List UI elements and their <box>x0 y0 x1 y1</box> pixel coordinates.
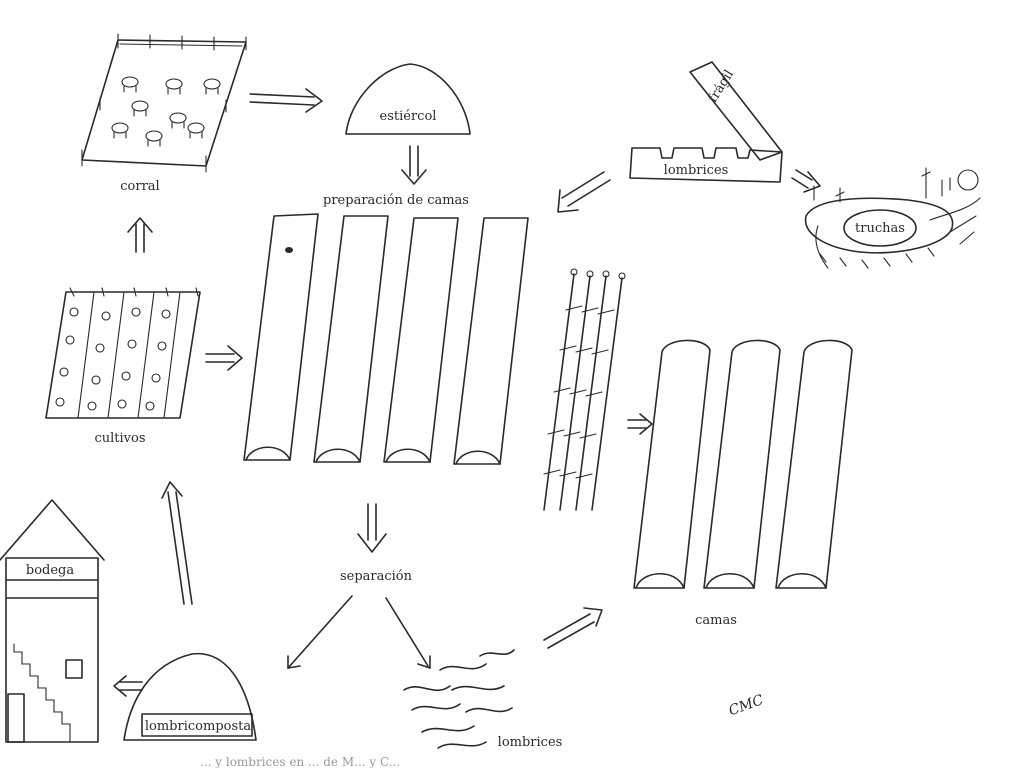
preparacion-node: preparación de camas <box>243 193 529 465</box>
bodega-label: bodega <box>26 563 74 578</box>
bed-3 <box>383 217 459 463</box>
cama-2 <box>703 339 781 589</box>
separacion-label: separación <box>340 569 413 584</box>
arrow-separacion-to-lombricomposta <box>287 595 353 669</box>
corral-label: corral <box>120 179 159 194</box>
bed-4 <box>453 217 529 465</box>
fragil-label: frágil <box>706 67 737 105</box>
lombrices-bottom-label: lombrices <box>498 735 563 750</box>
artist-signature: CMC <box>727 692 766 719</box>
truchas-label: truchas <box>855 221 905 236</box>
arrow-lombrices-to-preparacion <box>557 171 611 213</box>
cultivos-label: cultivos <box>94 431 145 446</box>
arrow-lombrices-to-camas <box>543 607 603 649</box>
arrow-estiercol-to-preparacion <box>401 145 427 185</box>
estiercol-node: estiércol <box>345 63 471 135</box>
arrow-lombricomposta-to-cultivos <box>161 481 193 605</box>
cama-1 <box>633 339 711 589</box>
corral-node: corral <box>81 33 247 194</box>
lombrices-box-label: lombrices <box>664 163 729 178</box>
bed-2 <box>313 215 389 463</box>
cultivos-node: cultivos <box>45 287 201 446</box>
lombricomposta-node: lombricomposta <box>123 652 257 741</box>
lombrices-worms-node: lombrices <box>403 649 563 750</box>
lombricomposta-label: lombricomposta <box>145 719 251 734</box>
camas-node: camas <box>633 339 853 628</box>
arrow-preparacion-to-separacion <box>357 503 387 553</box>
arrow-separacion-to-lombrices <box>385 597 431 669</box>
crop-plants <box>55 287 199 411</box>
arrow-cultivos-to-corral <box>127 217 153 253</box>
separacion-node: separación <box>340 569 413 584</box>
truchas-node: truchas <box>804 167 981 269</box>
plant-rows <box>543 268 626 511</box>
camas-label: camas <box>695 613 737 628</box>
estiercol-label: estiércol <box>380 109 437 124</box>
preparacion-label: preparación de camas <box>323 193 469 208</box>
arrow-lombricomposta-to-bodega <box>113 675 143 697</box>
bed-1 <box>243 213 319 461</box>
arrow-lombrices-to-truchas <box>791 169 821 193</box>
cattle-group <box>111 76 221 147</box>
arrow-corral-to-estiercol <box>249 88 323 113</box>
figure-caption: ... y lombrices en ... de M... y C... <box>200 755 400 768</box>
arrow-cultivos-to-preparacion <box>205 345 243 371</box>
cama-3 <box>775 339 853 589</box>
lombrices-box-node: frágil lombrices <box>629 61 783 183</box>
arrow-plants-to-camas <box>627 413 653 435</box>
bodega-node: bodega <box>0 499 105 743</box>
